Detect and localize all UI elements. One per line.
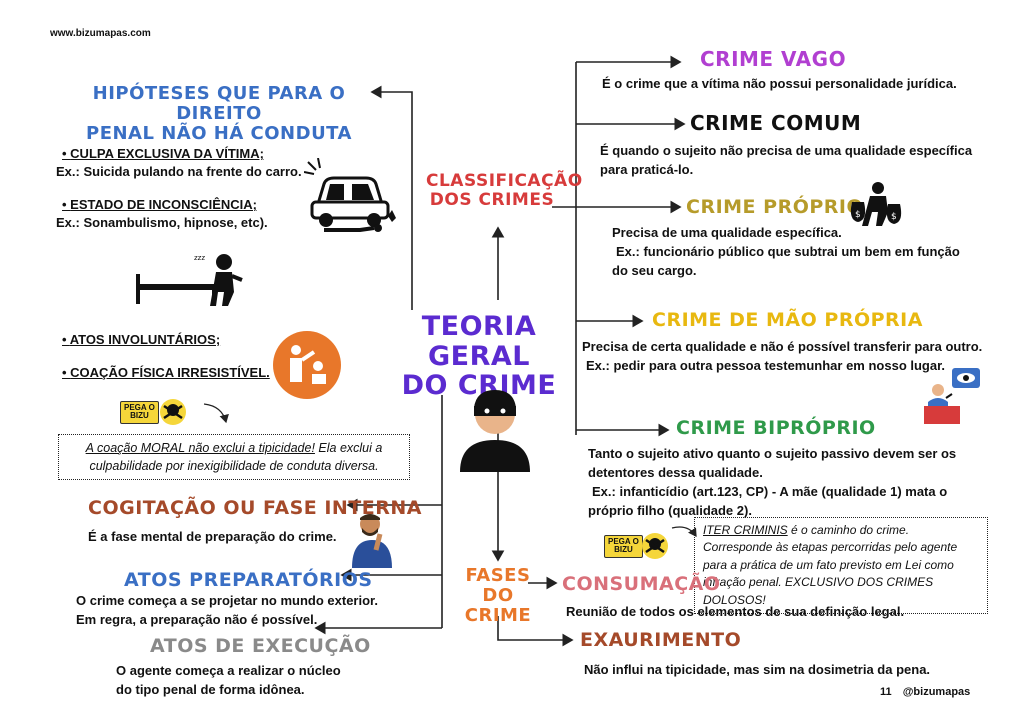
crime-biproprio-title: CRIME BIPRÓPRIO [676, 417, 876, 439]
fases-title: FASES DO CRIME [446, 566, 550, 625]
pega-bizu-badge-left: PEGA O BIZU [120, 401, 159, 424]
crime-comum-line1: É quando o sujeito não precisa de uma qu… [600, 143, 973, 158]
note-coacao-moral-text: Ela exclui a culpabilidade por inexigibi… [89, 441, 383, 474]
fases-line1: FASES [465, 565, 531, 586]
classificacao-title: CLASSIFICAÇÃO DOS CRIMES [426, 171, 583, 210]
consumacao-title: CONSUMAÇÃO [562, 573, 721, 595]
hipotese-item-3: ATOS INVOLUNTÁRIOS; [62, 331, 220, 350]
crime-biproprio-line1: Tanto o sujeito ativo quanto o sujeito p… [588, 446, 957, 461]
crime-proprio-line1: Precisa de uma qualidade específica. [612, 225, 842, 240]
hipotese-item-2: ESTADO DE INCONSCIÊNCIA; [62, 196, 257, 215]
crime-vago-text: É o crime que a vítima não possui person… [602, 76, 957, 91]
center-title-line1: TEORIA GERAL [421, 311, 537, 372]
instagram-handle[interactable]: @bizumapas [902, 686, 971, 698]
hipotese-item-1: CULPA EXCLUSIVA DA VÍTIMA; [62, 145, 264, 164]
hipotese-item-2-label: ESTADO DE INCONSCIÊNCIA; [62, 197, 257, 212]
bizu-arrow-right [671, 526, 697, 537]
crime-mao-propria-line1: Precisa de certa qualidade e não é possí… [582, 339, 983, 354]
hipotese-example-1: Ex.: Suicida pulando na frente do carro. [56, 164, 302, 179]
classificacao-line1: CLASSIFICAÇÃO [426, 171, 583, 191]
svg-text:$: $ [891, 212, 897, 222]
crime-mao-propria-title: CRIME DE MÃO PRÓPRIA [652, 309, 923, 331]
center-title-line2: DO CRIME [401, 370, 557, 402]
exaurimento-title: EXAURIMENTO [580, 629, 742, 651]
line-to-exaurimento [497, 616, 574, 647]
pega-bizu-left-line2: BIZU [130, 411, 149, 421]
execucao-line1: O agente começa a realizar o núcleo [116, 663, 341, 678]
crime-biproprio-line4: próprio filho (qualidade 2). [588, 502, 752, 518]
crime-vago-title: CRIME VAGO [700, 47, 847, 71]
classificacao-line2: DOS CRIMES [429, 189, 555, 210]
pega-bizu-badge-right: PEGA O BIZU [604, 535, 643, 558]
crime-mao-propria-text: Precisa de certa qualidade e não é possí… [582, 338, 982, 376]
consumacao-text: Reunião de todos os elementos de sua def… [566, 604, 905, 619]
bizu-arrow-left [203, 403, 229, 424]
hipotese-item-3-label: ATOS INVOLUNTÁRIOS; [62, 332, 220, 347]
page-number: 11 [880, 686, 892, 698]
crime-biproprio-text: Tanto o sujeito ativo quanto o sujeito p… [588, 445, 956, 520]
footer: 11 @bizumapas [880, 686, 970, 698]
cogitacao-title: COGITAÇÃO OU FASE INTERNA [88, 497, 422, 519]
pega-bizu-right-line1: PEGA O [608, 537, 639, 546]
crime-mao-propria-line2: Ex.: pedir para outra pessoa testemunhar… [586, 357, 946, 373]
crime-comum-text: É quando o sujeito não precisa de uma qu… [600, 142, 972, 180]
line-to-hipoteses [370, 85, 413, 310]
hipoteses-line1: HIPÓTESES QUE PARA O DIREITO [92, 83, 346, 124]
hipotese-item-1-label: CULPA EXCLUSIVA DA VÍTIMA; [62, 146, 264, 161]
sleepwalker-icon: zzz [136, 254, 243, 306]
note-iter-criminis: ITER CRIMINIS é o caminho do crime. Corr… [694, 517, 988, 614]
center-title: TEORIA GERAL DO CRIME [386, 312, 572, 401]
skull-icon-left [160, 399, 186, 425]
exaurimento-text: Não influi na tipicidade, mas sim na dos… [584, 662, 931, 677]
site-url[interactable]: www.bizumapas.com [50, 28, 151, 39]
crime-comum-line2: para praticá-lo. [600, 161, 694, 177]
cogitacao-text: É a fase mental de preparação do crime. [88, 529, 337, 544]
hipotese-item-4-label: COAÇÃO FÍSICA IRRESISTÍVEL. [62, 365, 270, 380]
execucao-line2: do tipo penal de forma idônea. [116, 681, 305, 697]
car-accident-icon [304, 158, 396, 232]
crime-proprio-line2: Ex.: funcionário público que subtrai um … [616, 243, 960, 259]
svg-text:$: $ [855, 210, 861, 220]
money-bag-thief-icon: $ $ [850, 182, 902, 226]
preparatorios-line2: Em regra, a preparação não é possível. [76, 611, 318, 627]
crime-proprio-title: CRIME PRÓPRIO [686, 196, 864, 218]
pega-bizu-left-line1: PEGA O [124, 403, 155, 412]
thief-icon [460, 390, 530, 472]
witness-icon [924, 368, 980, 424]
execucao-title: ATOS DE EXECUÇÃO [150, 635, 371, 657]
crime-comum-title: CRIME COMUM [690, 111, 862, 135]
crime-proprio-text: Precisa de uma qualidade específica. Ex.… [612, 224, 960, 281]
crime-biproprio-line3: Ex.: infanticídio (art.123, CP) - A mãe … [592, 483, 948, 499]
hipoteses-title: HIPÓTESES QUE PARA O DIREITO PENAL NÃO H… [74, 84, 364, 143]
pega-bizu-right-line2: BIZU [614, 545, 633, 555]
note-coacao-moral-highlight: A coação MORAL não exclui a tipicidade! [85, 441, 315, 455]
preparatorios-text: O crime começa a se projetar no mundo ex… [76, 592, 378, 630]
hipoteses-line2: PENAL NÃO HÁ CONDUTA [86, 122, 352, 144]
coercion-icon [273, 331, 341, 399]
hipotese-example-2: Ex.: Sonambulismo, hipnose, etc). [56, 215, 268, 230]
execucao-text: O agente começa a realizar o núcleo do t… [116, 662, 341, 700]
note-iter-criminis-highlight: ITER CRIMINIS [703, 523, 788, 537]
crime-proprio-line3: do seu cargo. [612, 262, 697, 278]
svg-text:zzz: zzz [194, 254, 205, 262]
note-coacao-moral: A coação MORAL não exclui a tipicidade! … [58, 434, 410, 481]
preparatorios-title: ATOS PREPARATÓRIOS [124, 569, 373, 591]
fases-line2: DO CRIME [464, 584, 532, 626]
note-iter-criminis-text: é o caminho do crime. Corresponde às eta… [703, 523, 958, 607]
thinking-man-icon [352, 514, 392, 568]
skull-icon-right [642, 533, 668, 559]
preparatorios-line1: O crime começa a se projetar no mundo ex… [76, 593, 378, 608]
crime-biproprio-line2: detentores dessa qualidade. [588, 464, 763, 480]
hipotese-item-4: COAÇÃO FÍSICA IRRESISTÍVEL. [62, 364, 270, 383]
